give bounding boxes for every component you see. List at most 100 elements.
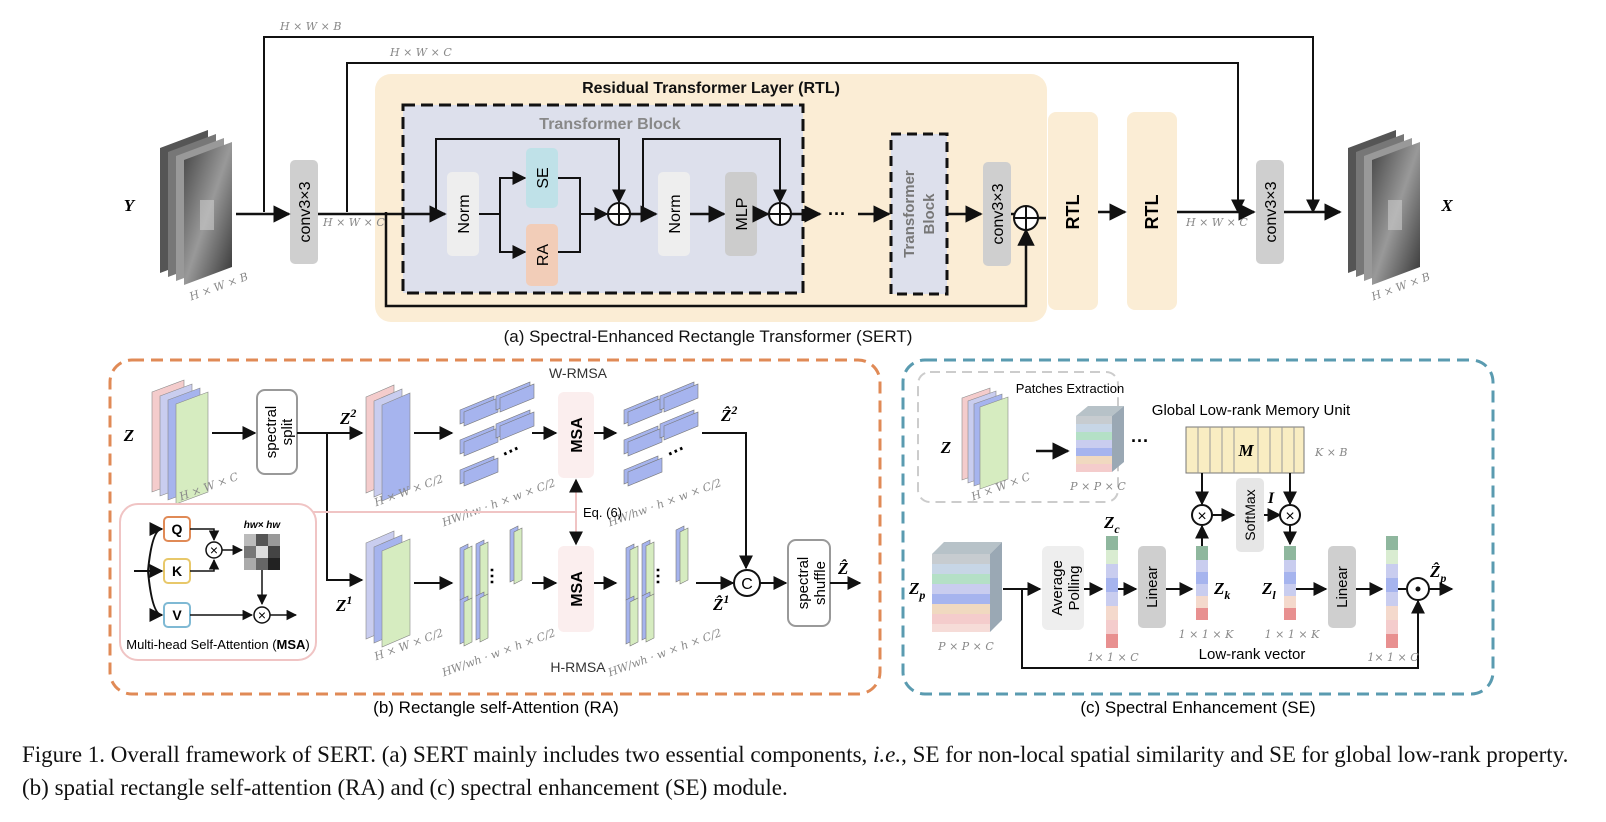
output-image-stack xyxy=(1348,130,1420,285)
linear-label-2: Linear xyxy=(1334,566,1351,608)
patch-cube-small xyxy=(1076,406,1124,472)
h-windows-dots: ⋯ xyxy=(482,567,502,585)
low-rank-label: Low-rank vector xyxy=(1199,646,1306,663)
zhat-label: Ẑ xyxy=(837,559,848,578)
se-z-cube xyxy=(961,387,1009,490)
zc-label: Zc xyxy=(1103,513,1120,536)
sert-framework-diagram: Residual Transformer Layer (RTL) Transfo… xyxy=(108,20,1495,717)
out-vector-dim: 1× 1 × C xyxy=(1367,651,1419,664)
glrmu-label: Global Low-rank Memory Unit xyxy=(1152,402,1351,419)
spectral-split-l1: spectral xyxy=(263,406,280,459)
attn-dim: hw× hw xyxy=(244,520,282,531)
z2-cube xyxy=(365,384,411,502)
rtl-label-1: RTL xyxy=(1063,195,1083,230)
block-dots: ··· xyxy=(828,204,846,224)
h-windows xyxy=(459,525,523,647)
svg-text:×: × xyxy=(1197,508,1206,525)
zl-dim: 1 × 1 × K xyxy=(1265,628,1320,641)
norm-block-2 xyxy=(658,172,690,256)
attention-map xyxy=(244,534,280,570)
v-label: V xyxy=(172,607,182,623)
concat-label: C xyxy=(741,576,753,593)
patch-dim: P × P × C xyxy=(1069,480,1126,493)
norm-label-2: Norm xyxy=(667,194,684,233)
h-windows-out xyxy=(625,525,689,647)
linear-label-1: Linear xyxy=(1144,566,1161,608)
caption-ie: i.e. xyxy=(873,742,902,767)
msa-label-bottom: MSA xyxy=(569,571,586,607)
msa-caption: Multi-head Self-Attention (MSA) xyxy=(126,637,310,652)
tb-small-line2: Block xyxy=(921,193,938,235)
panel-c-title: (c) Spectral Enhancement (SE) xyxy=(1080,698,1315,717)
patches-label: Patches Extraction xyxy=(1016,381,1124,396)
norm-label-1: Norm xyxy=(456,194,473,233)
zk-dim: 1 × 1 × K xyxy=(1179,628,1234,641)
zc-dim: 1× 1 × C xyxy=(1087,651,1139,664)
memory-unit xyxy=(1185,426,1305,474)
zl-label: Zl xyxy=(1261,579,1276,602)
h-windows-out-dots: ⋯ xyxy=(648,567,668,585)
zhat2-label: Ẑ2 xyxy=(720,403,737,425)
mlp-block xyxy=(725,172,757,256)
svg-text:×: × xyxy=(1285,508,1294,525)
w-windows-dim: HW/hw · h × w × C/2 xyxy=(439,476,557,529)
spectral-shuffle-l1: spectral xyxy=(795,557,812,610)
conv-label-2: conv3×3 xyxy=(990,183,1007,244)
w-windows-out-dots: ⋯ xyxy=(663,438,688,464)
w-windows xyxy=(459,381,535,487)
avg-pool-l1: Average xyxy=(1049,560,1066,616)
h-rmsa-label: H-RMSA xyxy=(550,659,606,675)
rtl-label-2: RTL xyxy=(1142,195,1162,230)
spectral-split-l2: split xyxy=(279,418,296,446)
conv-label-1: conv3×3 xyxy=(297,181,314,242)
conv-block-3 xyxy=(1256,160,1284,264)
w-windows-out-dim: HW/hw · h × w × C/2 xyxy=(605,476,723,529)
conv-block-1 xyxy=(290,160,318,264)
zhatp-label: Ẑp xyxy=(1429,562,1446,585)
w-windows-dots: ⋯ xyxy=(498,438,523,464)
transformer-block-small xyxy=(889,132,949,296)
panel-a: Residual Transformer Layer (RTL) Transfo… xyxy=(124,20,1454,346)
msa-label-top: MSA xyxy=(569,417,586,453)
softmax-label: SoftMax xyxy=(1242,489,1258,540)
panel-b-title: (b) Rectangle self-Attention (RA) xyxy=(373,698,619,717)
q-label: Q xyxy=(172,521,183,537)
z2-label: Z2 xyxy=(339,406,356,428)
conv1-out-dim: H × W × C xyxy=(322,216,385,229)
input-image-stack xyxy=(160,130,232,285)
out-vector xyxy=(1386,536,1398,648)
memory-label-m: M xyxy=(1237,441,1254,460)
z-label: Z xyxy=(123,426,134,445)
rtl-out-dim: H × W × C xyxy=(1185,216,1248,229)
h-windows-out-dim: HW/wh · w × h × C/2 xyxy=(605,626,723,679)
zc-vector xyxy=(1106,536,1118,648)
skip-dim-hwc: H × W × C xyxy=(389,46,452,59)
panel-c-border xyxy=(901,358,1495,696)
norm-block-1 xyxy=(447,172,479,256)
z1-cube xyxy=(365,530,411,648)
ra-label: RA xyxy=(535,244,552,267)
input-label-y: Y xyxy=(124,196,136,215)
k-label: K xyxy=(172,563,182,579)
zhat1-label: Ẑ1 xyxy=(712,592,729,614)
zk-label: Zk xyxy=(1213,579,1230,602)
skip-connection-hwb xyxy=(263,36,1320,214)
se-block xyxy=(526,148,558,208)
msa-block-top xyxy=(558,392,594,478)
avg-pool-block xyxy=(1042,546,1084,630)
mlp-label: MLP xyxy=(734,198,751,231)
svg-text:×: × xyxy=(258,607,266,623)
spectral-shuffle-l2: shuffle xyxy=(812,561,829,605)
se-z-label: Z xyxy=(940,438,951,457)
conv-block-2 xyxy=(983,162,1011,266)
z-input-cube xyxy=(151,379,209,505)
rtl-block-1 xyxy=(1048,112,1098,310)
se-label: SE xyxy=(535,167,552,188)
panel-c: Patches Extraction Z H × W × C ··· P × P… xyxy=(901,358,1495,717)
msa-block-bottom xyxy=(558,546,594,632)
rtl-title: Residual Transformer Layer (RTL) xyxy=(582,80,840,97)
z1-label: Z1 xyxy=(335,593,352,615)
figure-caption: Figure 1. Overall framework of SERT. (a)… xyxy=(22,738,1592,804)
zp-cube xyxy=(932,542,1002,632)
zp-label: Zp xyxy=(908,579,925,602)
